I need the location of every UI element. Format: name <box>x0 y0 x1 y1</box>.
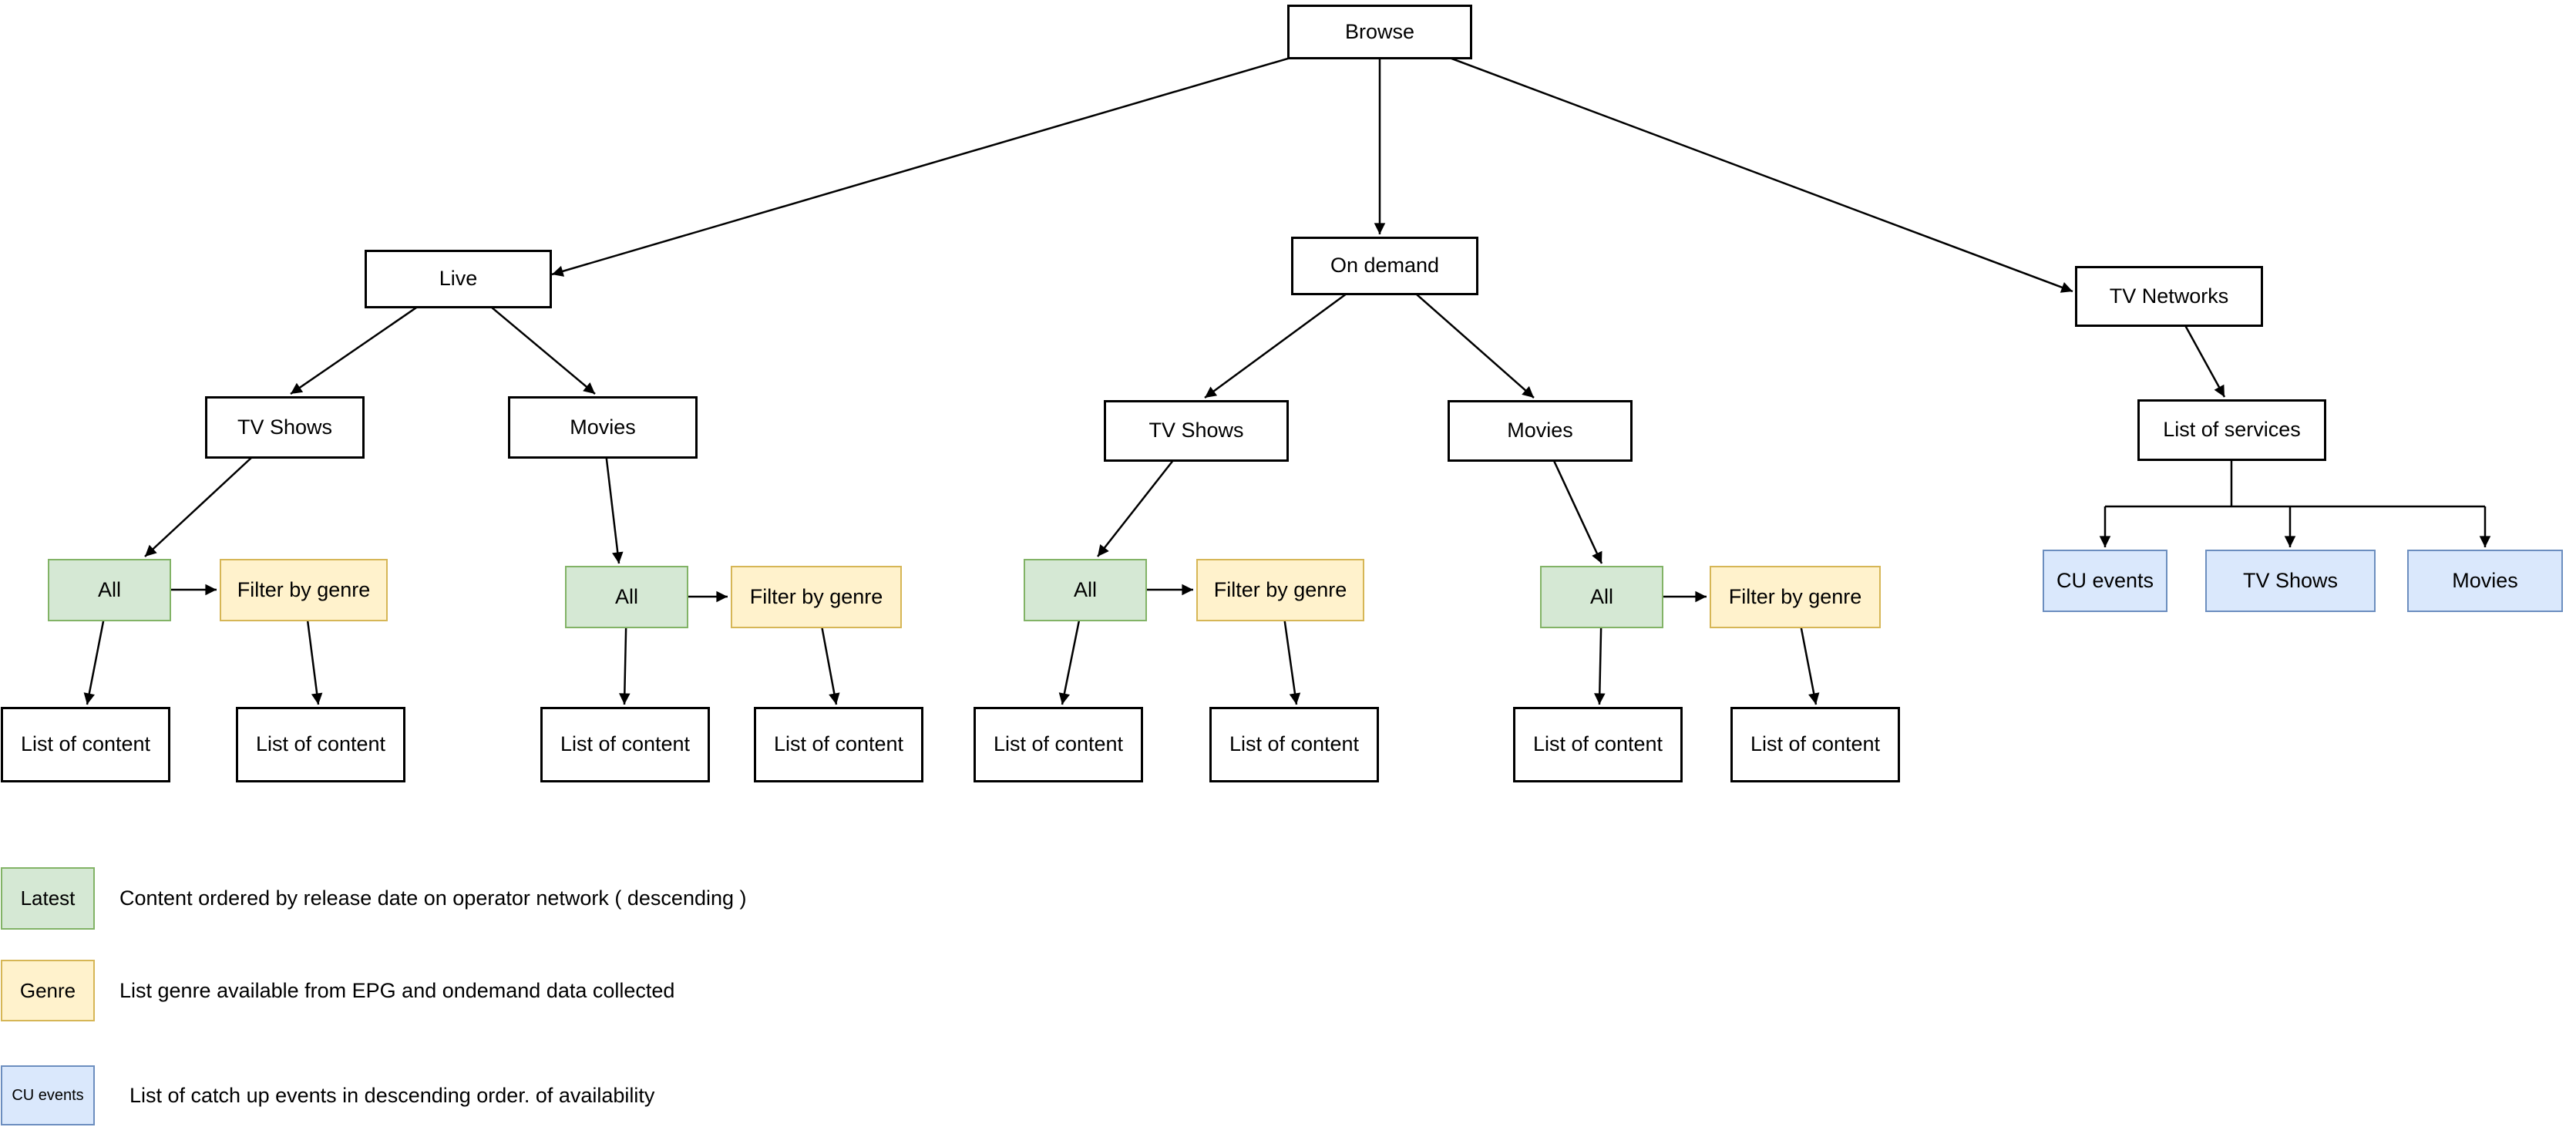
node-ondemand-tvshows-filter-by-genre: Filter by genre <box>1196 559 1364 621</box>
node-live: Live <box>365 250 552 308</box>
node-network-tv-shows: TV Shows <box>2205 550 2376 612</box>
legend-swatch-latest: Latest <box>1 867 95 930</box>
node-tv-networks: TV Networks <box>2075 266 2263 327</box>
node-list-of-services: List of services <box>2137 399 2326 461</box>
node-list-of-content-7: List of content <box>1513 707 1683 782</box>
node-list-of-content-8: List of content <box>1730 707 1900 782</box>
legend-swatch-genre: Genre <box>1 960 95 1021</box>
node-browse: Browse <box>1287 5 1472 59</box>
node-live-movies-all: All <box>565 566 688 628</box>
edge-browse-tvnetworks <box>1379 30 2073 293</box>
node-live-tvshows-all: All <box>48 559 171 621</box>
node-network-movies: Movies <box>2407 550 2563 612</box>
node-list-of-content-4: List of content <box>754 707 923 782</box>
node-list-of-content-6: List of content <box>1209 707 1379 782</box>
node-ondemand-tv-shows: TV Shows <box>1104 400 1289 462</box>
legend-swatch-cu-events: CU events <box>1 1065 95 1125</box>
node-ondemand-movies-filter-by-genre: Filter by genre <box>1710 566 1881 628</box>
node-list-of-content-2: List of content <box>236 707 405 782</box>
node-live-tv-shows: TV Shows <box>205 396 365 459</box>
edge-browse-live <box>551 30 1380 277</box>
node-live-movies: Movies <box>508 396 698 459</box>
node-live-movies-filter-by-genre: Filter by genre <box>731 566 902 628</box>
node-list-of-content-3: List of content <box>540 707 710 782</box>
node-cu-events: CU events <box>2043 550 2167 612</box>
node-list-of-content-1: List of content <box>1 707 170 782</box>
node-live-tvshows-filter-by-genre: Filter by genre <box>220 559 388 621</box>
legend-text-cu-events: List of catch up events in descending or… <box>129 1083 655 1107</box>
node-on-demand: On demand <box>1291 237 1478 295</box>
node-list-of-content-5: List of content <box>974 707 1143 782</box>
node-ondemand-tvshows-all: All <box>1024 559 1147 621</box>
legend-text-genre: List genre available from EPG and ondema… <box>119 978 675 1002</box>
node-ondemand-movies-all: All <box>1540 566 1663 628</box>
legend-text-latest: Content ordered by release date on opera… <box>119 886 747 910</box>
node-ondemand-movies: Movies <box>1448 400 1633 462</box>
